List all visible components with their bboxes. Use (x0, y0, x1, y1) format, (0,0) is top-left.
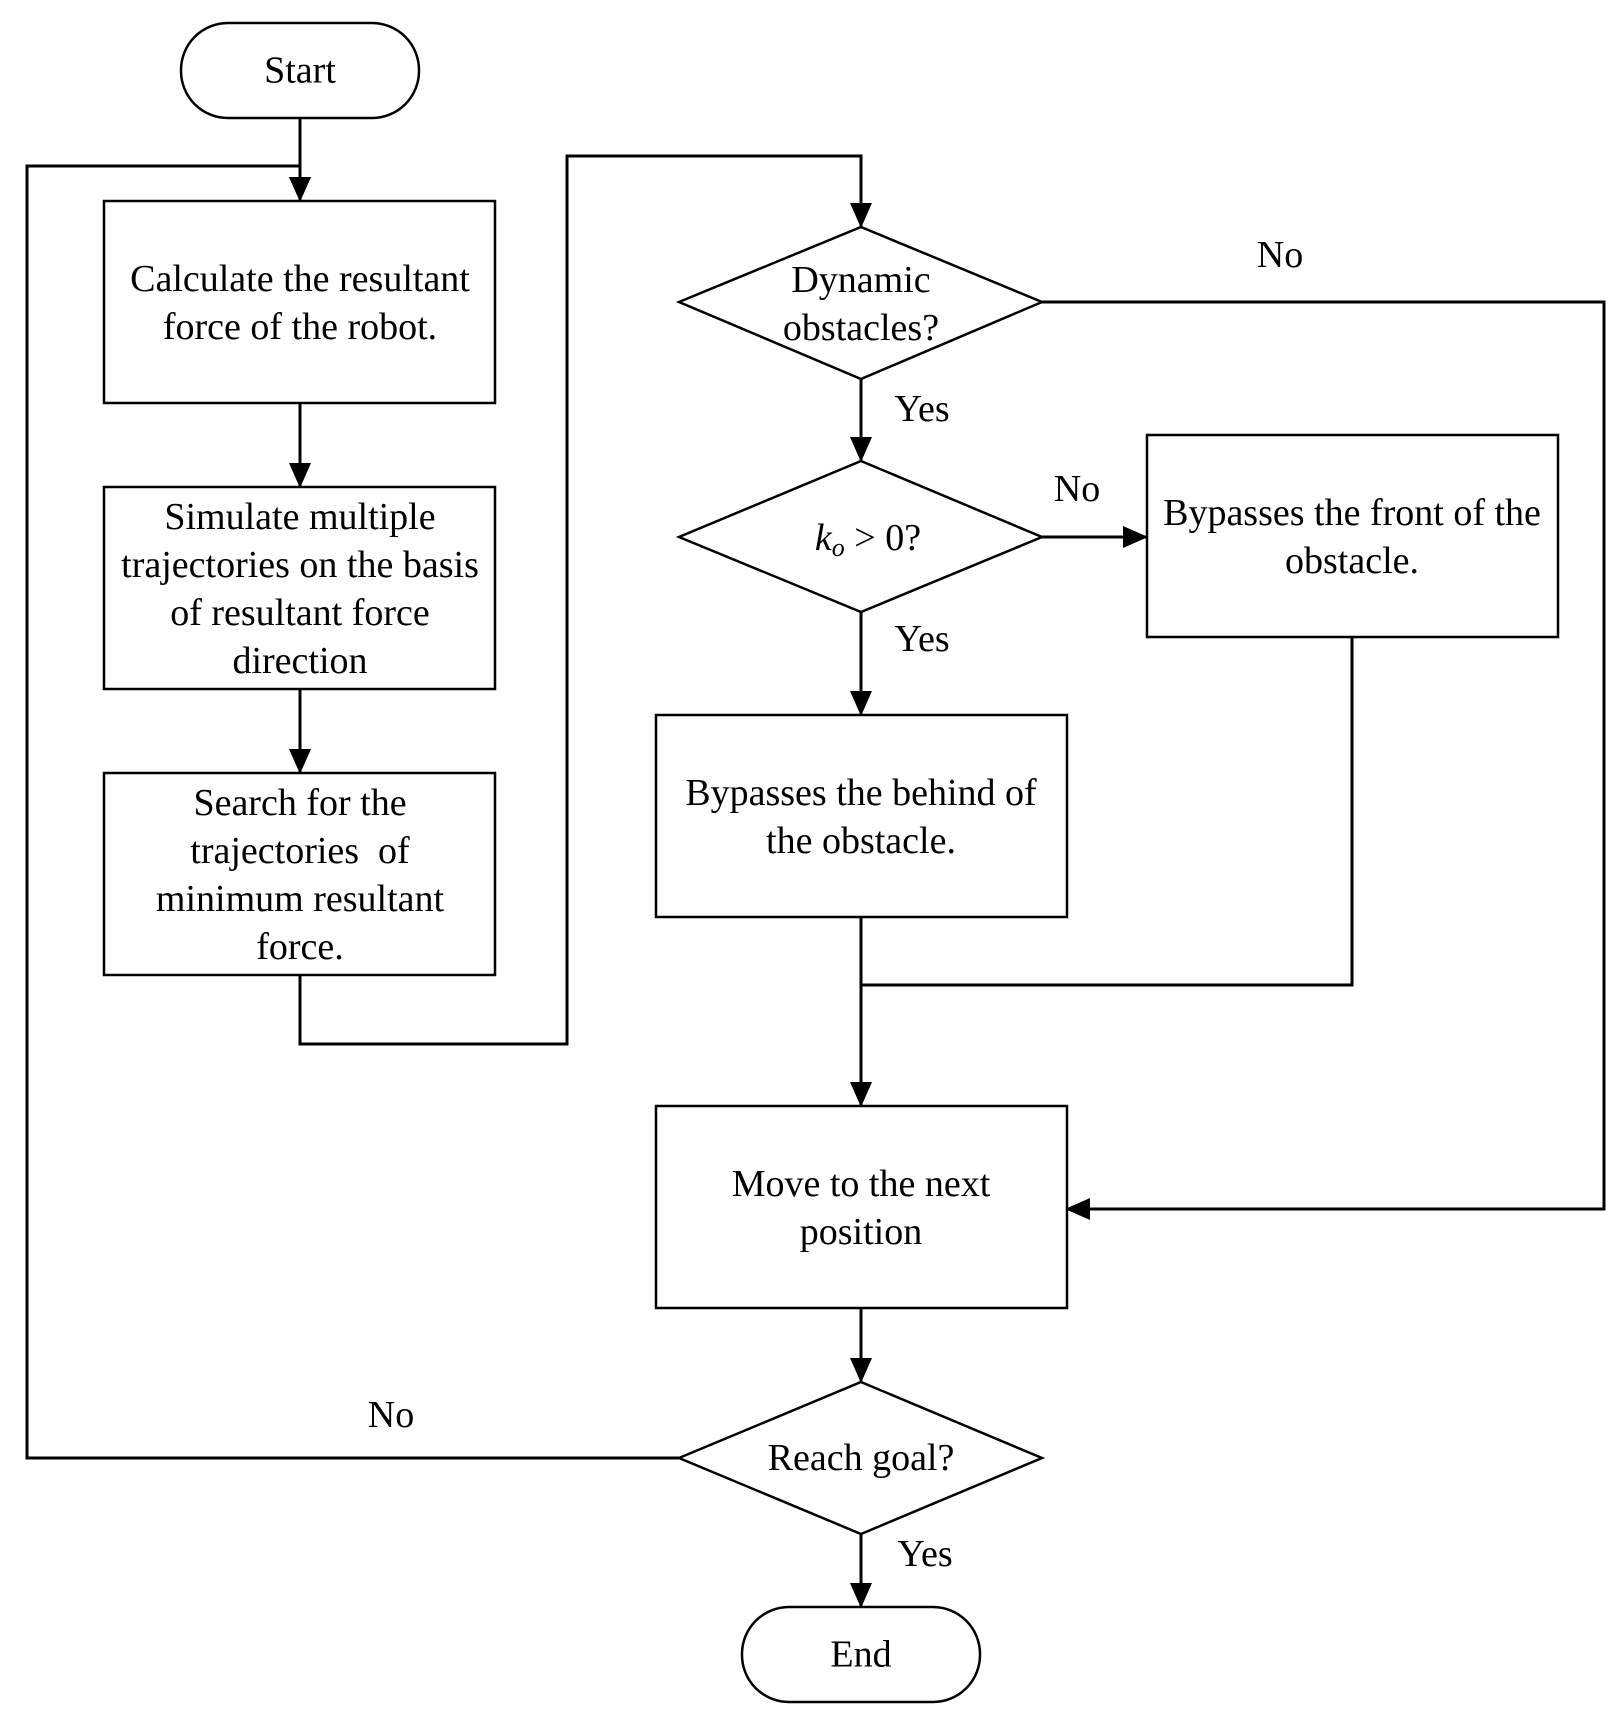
calc-force-node: Calculate the resultant force of the robo… (102, 199, 497, 405)
bypass-behind-label-line: Bypasses the behind of (685, 772, 1037, 814)
search-label-line: trajectories of (190, 830, 410, 872)
calc-force-box (102, 199, 497, 405)
simulate-label-line: Simulate multiple (164, 496, 435, 538)
calc-force-label: Calculate the resultant force of the robo… (130, 258, 470, 348)
edge-dynamic-no-to-move (1042, 300, 1606, 1211)
arrowhead-calc (289, 177, 311, 202)
search-box (102, 771, 497, 977)
calc-force-label-line: Calculate the resultant (130, 258, 470, 300)
end-label-line: End (830, 1634, 891, 1676)
dynamic-no-label: No (1257, 234, 1303, 276)
arrowhead-behind (850, 691, 872, 716)
start-node: Start (179, 21, 421, 120)
simulate-box (102, 485, 497, 691)
ko-label: ko > 0? (815, 517, 921, 562)
search-label-line: Search for the (193, 782, 406, 824)
search-node: Search for the trajectories of minimum res… (102, 771, 497, 977)
arrowhead-simulate (289, 463, 311, 488)
dynamic-obstacles-decision: Dynamic obstacles? (675, 225, 1046, 381)
calc-force-label-line: force of the robot. (163, 306, 437, 348)
bypass-front-box (1145, 433, 1560, 639)
goal-no-label: No (368, 1394, 414, 1436)
arrowhead-dynamic (850, 203, 872, 228)
bypass-behind-label-line: the obstacle. (766, 820, 956, 862)
ko-comparison: > 0? (845, 517, 921, 559)
bypass-front-label: Bypasses the front of the obstacle. (1163, 492, 1541, 582)
simulate-node: Simulate multiple trajectories on the bas… (102, 485, 497, 691)
simulate-label-line: of resultant force (170, 592, 430, 634)
arrowhead-end (850, 1583, 872, 1608)
reach-goal-label: Reach goal? (768, 1437, 955, 1479)
reach-goal-diamond (675, 1380, 1046, 1536)
ko-subscript: o (832, 533, 845, 562)
edge-goal-no-loop (25, 164, 679, 1460)
end-terminal (740, 1605, 982, 1704)
edge-search-to-dynamic (298, 154, 863, 1046)
bypass-behind-label: Bypasses the behind of the obstacle. (685, 772, 1037, 862)
start-terminal (179, 21, 421, 120)
edge-labels: No Yes No Yes No Yes (368, 234, 1303, 1575)
simulate-label-line: trajectories on the basis (121, 544, 479, 586)
dynamic-yes-label: Yes (894, 388, 949, 430)
start-label-line: Start (264, 50, 336, 92)
bypass-behind-node: Bypasses the behind of the obstacle. (654, 713, 1069, 919)
bypass-front-label-line: obstacle. (1285, 540, 1419, 582)
ko-decision: ko > 0? (675, 459, 1046, 614)
arrowheads (289, 177, 1148, 1608)
bypass-front-node: Bypasses the front of the obstacle. (1145, 433, 1560, 639)
move-box (654, 1104, 1069, 1310)
move-label-line: Move to the next (732, 1163, 991, 1205)
end-label: End (830, 1634, 891, 1676)
arrowhead-search (289, 749, 311, 774)
simulate-label: Simulate multiple trajectories on the bas… (121, 496, 479, 682)
arrowhead-front (1123, 526, 1148, 548)
dynamic-obstacles-label-line: obstacles? (783, 307, 939, 349)
search-label: Search for the trajectories of minimum res… (156, 782, 445, 968)
dynamic-obstacles-label-line: Dynamic (791, 259, 930, 301)
goal-yes-label: Yes (897, 1533, 952, 1575)
edge-front-to-merge (861, 637, 1354, 987)
arrowhead-goal (850, 1358, 872, 1383)
arrowhead-ko (850, 437, 872, 462)
arrowhead-move-top (850, 1082, 872, 1107)
ko-no-label: No (1054, 468, 1100, 510)
move-node: Move to the next position (654, 1104, 1069, 1310)
end-node: End (740, 1605, 982, 1704)
reach-goal-decision: Reach goal? (675, 1380, 1046, 1536)
bypass-front-label-line: Bypasses the front of the (1163, 492, 1541, 534)
move-label: Move to the next position (732, 1163, 991, 1253)
connectors (25, 118, 1606, 1606)
ko-yes-label: Yes (894, 618, 949, 660)
search-label-line: force. (256, 926, 344, 968)
ko-diamond (675, 459, 1046, 614)
search-label-line: minimum resultant (156, 878, 445, 920)
arrowhead-move-right (1065, 1198, 1090, 1220)
simulate-label-line: direction (232, 640, 367, 682)
start-label: Start (264, 50, 336, 92)
dynamic-obstacles-label: Dynamic obstacles? (783, 259, 939, 349)
move-label-line: position (800, 1211, 922, 1253)
bypass-behind-box (654, 713, 1069, 919)
ko-variable: k (815, 517, 833, 559)
dynamic-obstacles-diamond (675, 225, 1046, 381)
reach-goal-label-line: Reach goal? (768, 1437, 955, 1479)
